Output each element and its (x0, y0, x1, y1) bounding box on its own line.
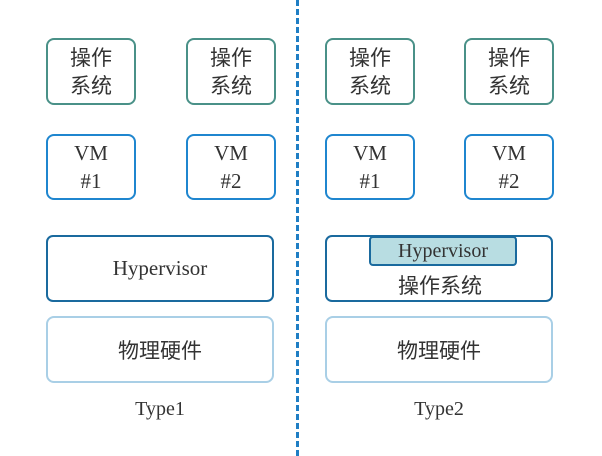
type2-hypervisor: Hypervisor (369, 236, 517, 266)
os-label-line1: 操作 (210, 45, 252, 70)
os-label-line2: 系统 (488, 73, 530, 98)
hardware-label: 物理硬件 (397, 338, 481, 363)
type-divider (296, 0, 299, 456)
type1-hardware: 物理硬件 (46, 316, 274, 383)
vm-label-line1: VM (214, 141, 248, 165)
hardware-label: 物理硬件 (118, 338, 202, 363)
vm-label-line2: #1 (359, 169, 381, 193)
type1-label: Type1 (135, 398, 185, 420)
hypervisor-label: Hypervisor (112, 256, 208, 280)
type2-vm-2: VM #2 (464, 134, 554, 200)
type2-guest-os-1: 操作 系统 (325, 38, 415, 105)
vm-label-line2: #2 (220, 169, 242, 193)
os-label-line1: 操作 (488, 45, 530, 70)
type1-vm-1: VM #1 (46, 134, 136, 200)
type2-guest-os-2: 操作 系统 (464, 38, 554, 105)
os-label-line1: 操作 (349, 45, 391, 70)
hypervisor-label: Hypervisor (398, 239, 488, 262)
type1-hypervisor: Hypervisor (46, 235, 274, 302)
type2-hardware: 物理硬件 (325, 316, 553, 383)
vm-label-line1: VM (492, 141, 526, 165)
type2-vm-1: VM #1 (325, 134, 415, 200)
os-label-line2: 系统 (349, 73, 391, 98)
type1-guest-os-2: 操作 系统 (186, 38, 276, 105)
vm-label-line2: #1 (80, 169, 102, 193)
os-label-line2: 系统 (210, 73, 252, 98)
os-label-line1: 操作 (70, 45, 112, 70)
vm-label-line1: VM (353, 141, 387, 165)
type2-label: Type2 (414, 398, 464, 420)
host-os-label: 操作系统 (398, 274, 482, 298)
type1-guest-os-1: 操作 系统 (46, 38, 136, 105)
os-label-line2: 系统 (70, 73, 112, 98)
vm-label-line2: #2 (498, 169, 520, 193)
vm-label-line1: VM (74, 141, 108, 165)
type1-vm-2: VM #2 (186, 134, 276, 200)
